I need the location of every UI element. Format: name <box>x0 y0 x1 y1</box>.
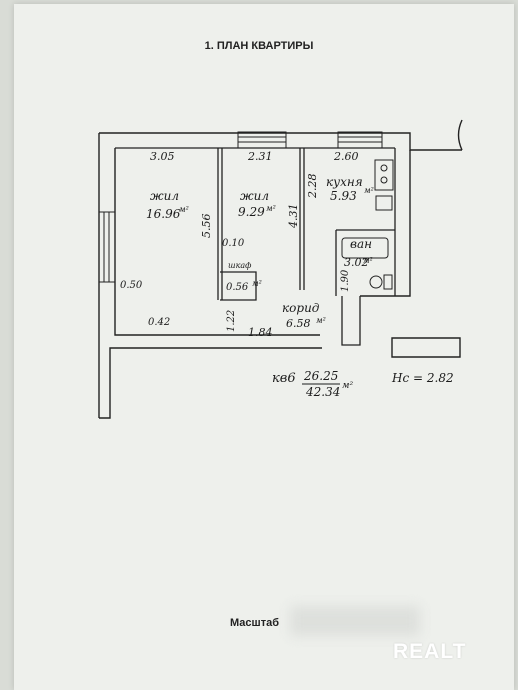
totals-block: кв6 26.25 42.34 м² Нс = 2.82 <box>272 369 454 399</box>
scale-label: Масштаб <box>230 617 280 629</box>
room-name: корид <box>282 301 320 315</box>
dim-label: 0.10 <box>222 238 245 249</box>
dim-label: 2.28 <box>306 174 319 200</box>
area-units: м² м² м² м² м² м² <box>179 186 374 325</box>
room-area: 9.29 <box>238 205 265 219</box>
ceiling-height: Нс = 2.82 <box>391 371 454 385</box>
realt-watermark: REALT <box>393 640 467 663</box>
svg-text:м²: м² <box>266 204 276 213</box>
room-name: жил <box>150 189 179 203</box>
room-name: ван <box>350 237 372 251</box>
svg-text:м²: м² <box>364 186 374 195</box>
room-area: 16.96 <box>146 207 181 221</box>
dim-label: 1.84 <box>248 326 273 339</box>
plan-title: 1. ПЛАН КВАРТИРЫ <box>204 40 314 52</box>
redacted-area <box>290 606 420 636</box>
dim-label: 2.60 <box>333 150 359 163</box>
dimension-labels: 3.05 2.31 2.60 5.56 4.31 2.28 0.10 0.50 … <box>120 150 359 339</box>
apartment-label: кв6 <box>272 371 296 386</box>
dim-label: 5.56 <box>200 214 213 239</box>
dim-label: 2.31 <box>247 150 273 163</box>
dim-label: 1.90 <box>340 269 351 292</box>
room-name: кухня <box>326 175 363 189</box>
total-area: 42.34 <box>305 385 340 399</box>
svg-text:м²: м² <box>179 205 189 214</box>
dim-label: 1.22 <box>226 310 237 332</box>
room-area: 6.58 <box>286 317 311 330</box>
living-area-total: 26.25 <box>303 369 338 383</box>
fixtures <box>341 159 394 290</box>
svg-text:м²: м² <box>252 279 262 288</box>
room-name: шкаф <box>228 261 251 270</box>
room-name: жил <box>240 189 269 203</box>
svg-text:м²: м² <box>363 256 373 265</box>
dim-label: 0.42 <box>148 317 170 328</box>
dim-label: 0.50 <box>120 280 143 291</box>
svg-text:м²: м² <box>342 381 353 391</box>
room-area: 3.02 <box>344 256 369 269</box>
dim-label: 4.31 <box>287 204 300 230</box>
room-area: 5.93 <box>330 189 357 203</box>
document-page <box>14 4 514 690</box>
windows <box>98 131 383 283</box>
room-area: 0.56 <box>226 282 249 293</box>
room-labels: жил 16.96 жил 9.29 кухня 5.93 ван 3.02 ш… <box>146 175 372 330</box>
dim-label: 3.05 <box>150 150 175 163</box>
svg-text:м²: м² <box>316 316 326 325</box>
